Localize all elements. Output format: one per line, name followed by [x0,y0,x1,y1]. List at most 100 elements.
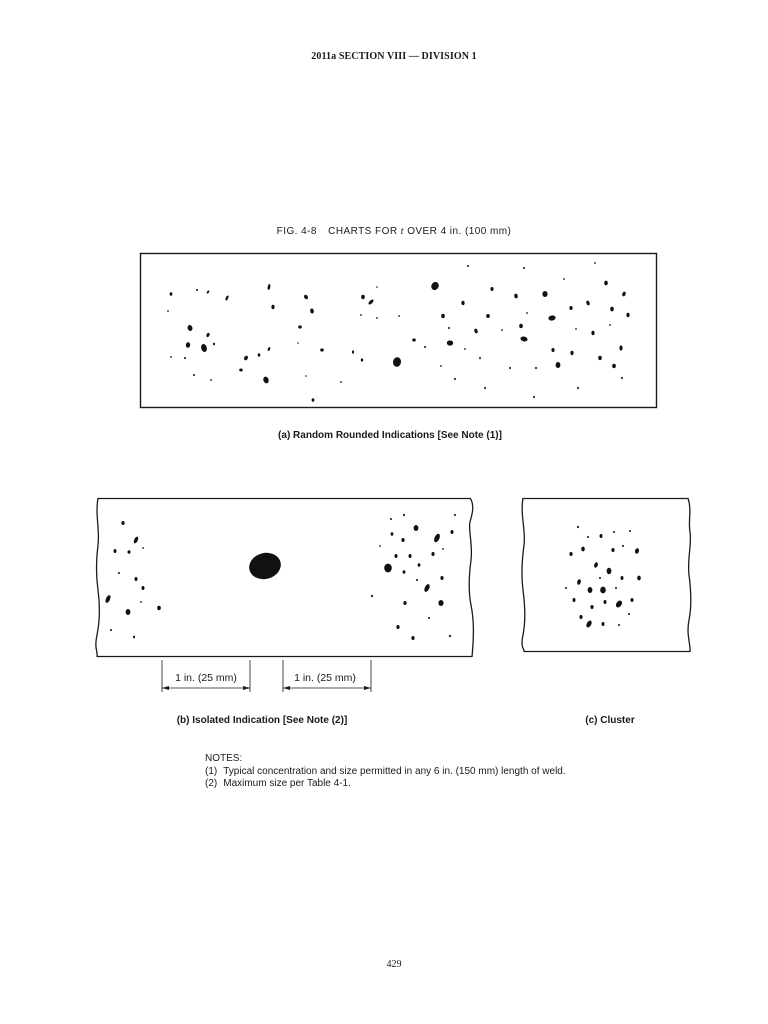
indication-dot [424,584,430,592]
indication-dot [352,350,354,354]
indication-dot [594,562,598,568]
indication-dot [610,306,614,312]
indication-dot [403,601,407,605]
indication-dot [140,601,142,603]
indication-dot [622,545,624,547]
indication-dot [620,576,624,580]
indication-dot [590,605,594,609]
indication-dot [133,635,135,639]
panel-c-right-break-line [687,497,692,653]
indication-dot [599,577,601,579]
panel-c-indications [565,525,641,628]
indication-dot [125,609,131,615]
indication-dot [565,587,567,589]
indication-dot [440,576,444,580]
indication-dot [401,538,405,542]
indication-dot [622,291,626,297]
indication-dot [609,324,611,326]
indication-dot [461,300,465,306]
indication-dot [304,294,308,300]
indication-dot [570,350,574,356]
indication-dot [110,629,112,631]
indication-dot [442,548,444,550]
indication-dot [490,287,494,291]
indication-dot [169,292,173,296]
indication-dot [267,284,271,290]
note-text: Maximum size per Table 4-1. [223,778,351,789]
indication-dot [193,374,195,376]
indication-dot [586,620,592,628]
figure-number: FIG. 4-8 [276,226,317,237]
indication-dot [376,286,378,288]
indication-dot [533,395,535,399]
arrowhead-right [364,686,371,690]
indication-dot [598,355,602,361]
indication-dot [133,536,139,544]
indication-dot [577,386,579,390]
indication-dot [628,613,630,615]
panel-a-indications [167,262,630,402]
note-item: (1)Typical concentration and size permit… [205,766,705,779]
indication-dot [454,377,456,381]
indication-dot [613,531,615,533]
indication-dot [310,308,314,314]
indication-dot [523,267,525,269]
indication-dot [606,567,612,575]
indication-dot [392,357,402,367]
indication-dot [239,368,243,372]
indication-dot [428,617,430,619]
indication-dot [555,362,561,368]
indication-dot [446,340,454,346]
indication-dot [390,518,392,520]
figure-title-variable: t [400,226,404,237]
indication-dot [431,552,435,556]
indication-dot [257,353,261,357]
indication-dot [486,314,490,318]
figure-title: FIG. 4-8 CHARTS FOR t OVER 4 in. (100 mm… [194,226,594,238]
indication-dot [440,365,442,367]
indication-dot [170,356,172,358]
indication-dot [271,304,275,310]
indication-dot [379,545,381,547]
indication-dot [118,572,120,574]
panel-c-caption: (c) Cluster [585,715,635,726]
indication-dot [376,317,378,319]
indication-dot [417,563,421,567]
isolated-indication [249,552,281,580]
indication-dot [572,598,576,602]
indication-dot [563,278,565,280]
indication-dot [479,356,481,360]
indication-dot [575,328,577,330]
indication-dot [520,336,528,342]
panel-b-right-break-line [468,497,475,658]
indication-dot [601,622,605,626]
indication-dot [134,577,138,581]
indication-dot [454,513,456,517]
indication-dot [621,376,623,380]
indication-dot [519,323,523,329]
note-text: Typical concentration and size permitted… [223,765,566,777]
indication-dot [384,563,392,573]
indication-dot [298,325,302,329]
indication-dot [157,605,161,611]
indication-dot [368,299,374,305]
indication-dot [305,375,307,377]
indication-dot [127,550,131,554]
indication-dot [403,513,405,517]
arrowhead-right [243,686,250,690]
panel-b-isolated-indication [95,497,475,658]
indication-dot [206,290,210,294]
indication-dot [629,530,631,532]
note-marker: (2) [205,778,218,789]
indication-dot [142,547,144,549]
indication-dot [340,381,342,383]
indication-dot [569,306,573,310]
indication-dot [569,552,573,556]
indication-dot [591,330,595,336]
indication-dot [587,536,589,538]
indication-dot [619,345,623,351]
indication-dot [412,338,416,342]
indication-dot [509,366,511,370]
indication-dot [548,315,556,321]
indication-dot [196,289,198,291]
